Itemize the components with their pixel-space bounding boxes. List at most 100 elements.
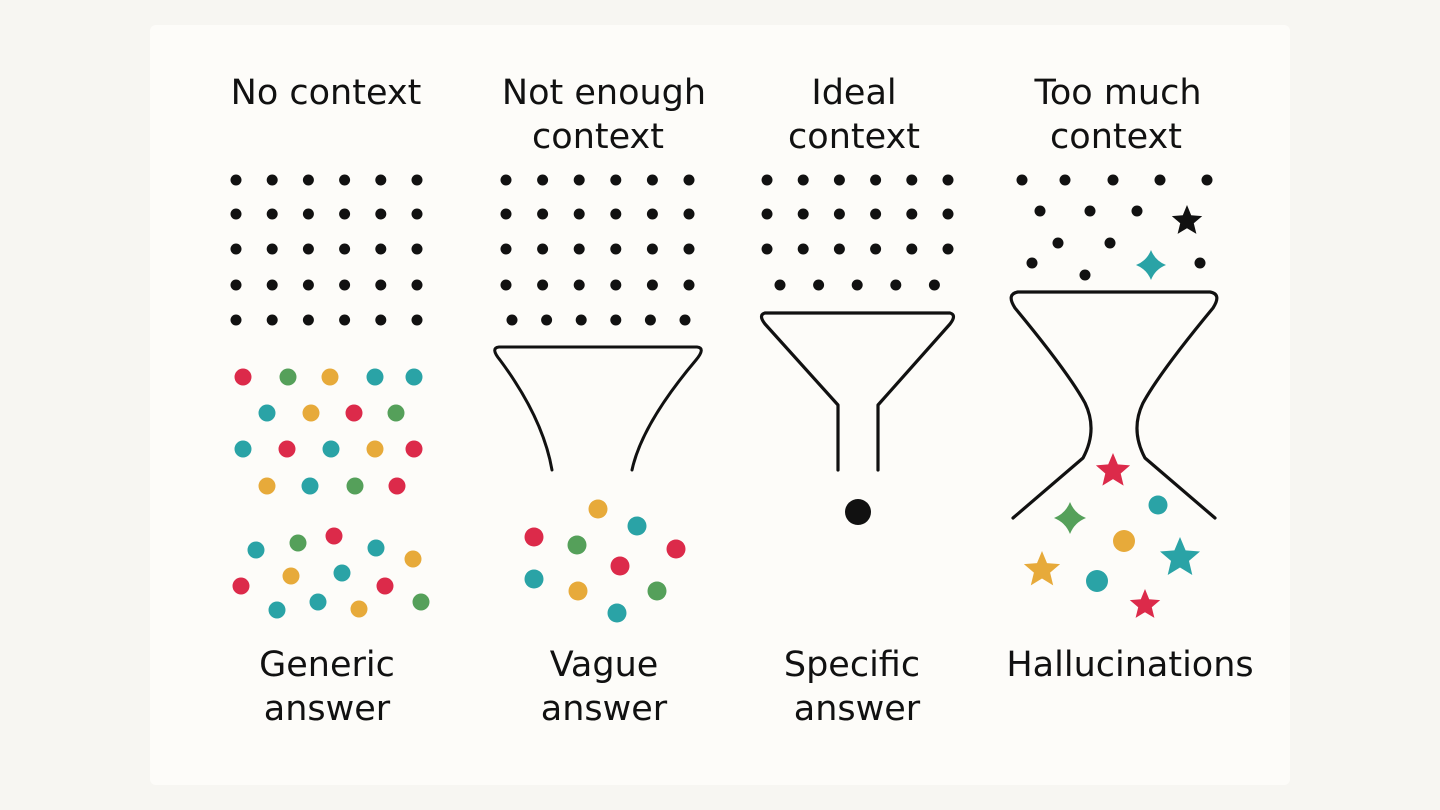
funnel-icon	[759, 311, 956, 472]
input-dot	[1084, 205, 1096, 217]
input-dot	[1107, 174, 1119, 186]
input-dot	[266, 243, 278, 255]
input-dot	[761, 174, 773, 186]
output-dot	[232, 577, 250, 595]
output-dot	[412, 593, 430, 611]
output-dot	[366, 368, 384, 386]
input-dot	[411, 174, 423, 186]
input-dot	[500, 174, 512, 186]
output-shapes-too-much	[1023, 453, 1200, 618]
input-dot	[339, 208, 351, 220]
title-too-much-line-2: context	[1050, 117, 1182, 157]
input-dot	[302, 243, 314, 255]
caption-no-context-line-2: answer	[264, 689, 391, 729]
input-dot	[610, 174, 622, 186]
input-dot	[575, 314, 587, 326]
input-dot	[230, 243, 242, 255]
diamond-sparkle-icon	[1054, 502, 1086, 534]
caption-ideal-line-1: Specific	[784, 645, 920, 685]
input-dot	[537, 279, 549, 291]
input-dot	[500, 279, 512, 291]
input-dot	[1052, 237, 1064, 249]
title-too-much-line-1: Too much	[1033, 73, 1201, 113]
input-dot	[610, 314, 622, 326]
input-dot	[500, 243, 512, 255]
input-dots-no-context	[230, 174, 423, 326]
output-dot	[268, 601, 286, 619]
input-dot	[683, 279, 695, 291]
input-dot	[411, 279, 423, 291]
input-dot	[230, 208, 242, 220]
input-dot	[646, 208, 658, 220]
title-ideal-line-1: Ideal	[811, 73, 896, 113]
output-dot	[607, 603, 627, 623]
input-dot	[797, 174, 809, 186]
diamond-sparkle-icon	[1136, 250, 1166, 280]
input-dot	[411, 208, 423, 220]
output-dot	[588, 499, 608, 519]
input-dot	[942, 208, 954, 220]
output-dot	[524, 569, 544, 589]
output-dot	[376, 577, 394, 595]
input-dot	[797, 243, 809, 255]
input-dot	[230, 314, 242, 326]
output-dots-not-enough	[524, 499, 686, 623]
input-dot	[1201, 174, 1213, 186]
column-not-enough-context: Not enough context Vague answer	[493, 73, 706, 729]
input-dot	[870, 174, 882, 186]
hourglass-funnel-icon	[1009, 290, 1219, 520]
output-dot	[301, 477, 319, 495]
output-dot	[524, 527, 544, 547]
funnel-icon	[493, 345, 703, 472]
input-dot	[761, 243, 773, 255]
input-dot	[375, 243, 387, 255]
output-dot	[405, 440, 423, 458]
input-dot	[813, 279, 825, 291]
caption-not-enough-line-2: answer	[541, 689, 668, 729]
input-dot	[375, 208, 387, 220]
output-dot	[309, 593, 327, 611]
input-dot	[302, 208, 314, 220]
input-dot	[573, 208, 585, 220]
input-dot	[537, 208, 549, 220]
input-dot	[339, 243, 351, 255]
input-dot	[500, 208, 512, 220]
input-dot	[610, 208, 622, 220]
input-dot	[375, 314, 387, 326]
output-dot	[278, 440, 296, 458]
output-dot	[279, 368, 297, 386]
input-dot	[870, 208, 882, 220]
input-dot	[266, 279, 278, 291]
output-dot	[322, 440, 340, 458]
input-dot	[646, 279, 658, 291]
input-dot	[906, 174, 918, 186]
column-no-context: No context Generic answer	[230, 73, 430, 729]
input-dot	[1034, 205, 1046, 217]
output-dot-ideal	[845, 499, 871, 525]
input-dot	[851, 279, 863, 291]
input-dot	[537, 174, 549, 186]
output-dot	[247, 541, 265, 559]
output-dot	[387, 404, 405, 422]
input-dot	[1016, 174, 1028, 186]
output-dot	[1113, 530, 1135, 552]
output-dot	[610, 556, 630, 576]
input-dot	[573, 279, 585, 291]
output-dot	[302, 404, 320, 422]
output-dot	[346, 477, 364, 495]
input-dot	[375, 174, 387, 186]
input-dot	[833, 243, 845, 255]
title-ideal-line-2: context	[788, 117, 920, 157]
caption-not-enough-line-1: Vague	[550, 645, 659, 685]
output-dot	[350, 600, 368, 618]
input-dot	[302, 174, 314, 186]
input-dot	[683, 208, 695, 220]
caption-ideal-line-2: answer	[794, 689, 921, 729]
input-dot	[339, 314, 351, 326]
output-dot	[325, 527, 343, 545]
input-dot	[1194, 257, 1206, 269]
output-dot	[388, 477, 406, 495]
output-dot	[321, 368, 339, 386]
output-dot	[627, 516, 647, 536]
